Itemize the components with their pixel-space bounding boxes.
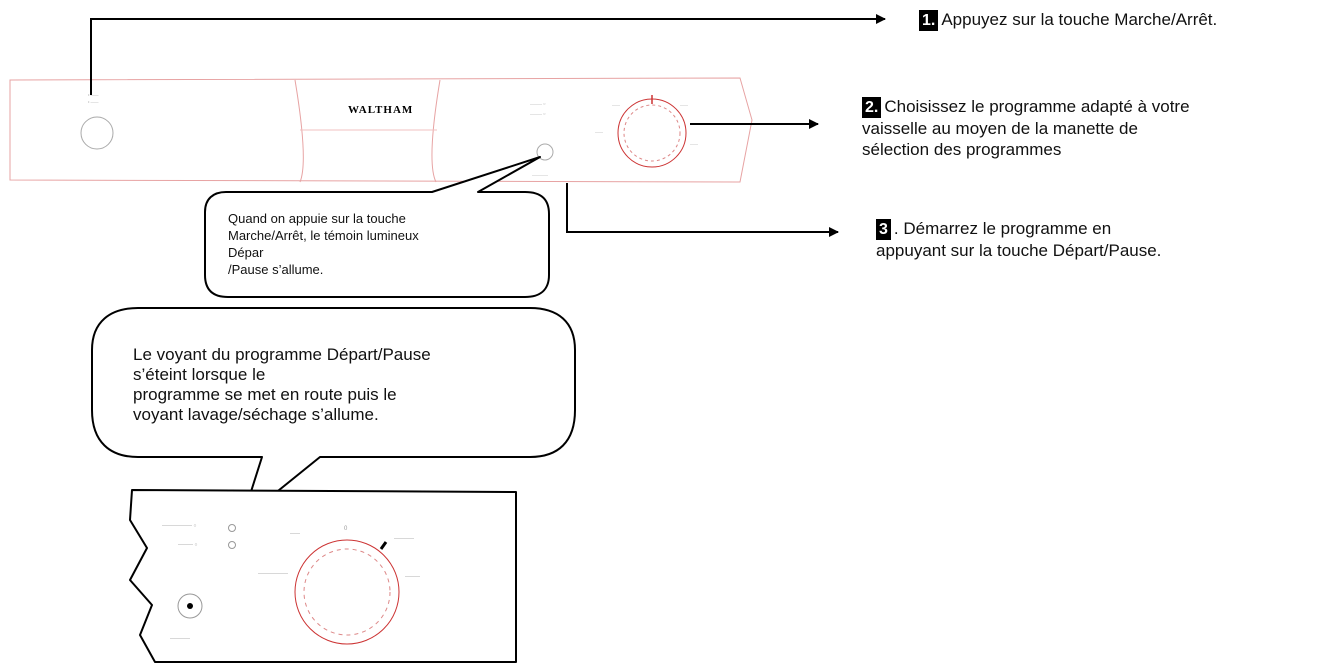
svg-text:————: ————: [394, 536, 414, 542]
callout-1-line-1: Quand on appuie sur la touche: [228, 211, 406, 226]
connector-step-3: [566, 183, 839, 237]
svg-text:——————: ——————: [258, 571, 288, 577]
callout-2-line-1: Le voyant du programme Départ/Pause: [133, 345, 431, 364]
connector-step-1: [90, 14, 886, 95]
step-2-number: 2.: [862, 97, 882, 118]
callout-2-line-3: programme se met en route puis le: [133, 385, 397, 404]
step-2-line-2: vaisselle au moyen de la manette de: [862, 119, 1138, 138]
step-3-line-1: . Démarrez le programme en: [893, 219, 1112, 238]
step-3-number: 3: [876, 219, 891, 240]
program-dial-icon: —— —— —— ——: [595, 95, 698, 168]
step-1-number: 1.: [919, 10, 939, 31]
svg-text:——: ——: [690, 141, 698, 146]
program-dial-icon-zoomed: 0 —— ———— —————— ———: [258, 526, 420, 645]
brand-logo: WALTHAM: [348, 104, 413, 116]
svg-text:——— ○: ——— ○: [530, 111, 546, 116]
svg-text:——— ○: ——— ○: [178, 542, 197, 548]
power-button-icon: [80, 116, 114, 150]
svg-text:——: ——: [612, 102, 620, 107]
callout-1-text: Quand on appuie sur la touche Marche/Arr…: [228, 210, 419, 278]
svg-text:0: 0: [344, 526, 348, 532]
start-pause-button-icon: [536, 143, 554, 161]
svg-text:—————— ○: —————— ○: [162, 523, 196, 529]
svg-text:————: ————: [532, 172, 548, 177]
svg-text:————: ————: [170, 636, 190, 642]
callout-2-text: Le voyant du programme Départ/Pause s’ét…: [133, 345, 431, 425]
callout-bubble-2: [91, 307, 576, 521]
step-2: 2.Choisissez le programme adapté à votre…: [862, 96, 1190, 160]
callout-1-line-2: Marche/Arrêt, le témoin lumineux: [228, 228, 419, 243]
svg-text:——— ○: ——— ○: [530, 101, 546, 106]
step-3: 3. Démarrez le programme en appuyant sur…: [876, 218, 1161, 261]
svg-text:——: ——: [680, 102, 688, 107]
step-3-line-2: appuyant sur la touche Départ/Pause.: [876, 241, 1162, 260]
callout-1-line-4: /Pause s’allume.: [228, 262, 324, 277]
callout-bubble-1: [204, 156, 550, 298]
svg-text:———: ———: [405, 574, 420, 580]
callout-1-line-3: Dépar: [228, 245, 264, 260]
svg-text:• ——: • ——: [88, 99, 99, 104]
step-2-line-3: sélection des programmes: [862, 140, 1062, 159]
svg-text:——: ——: [290, 531, 300, 537]
step-1: 1.Appuyez sur la touche Marche/Arrêt.: [919, 9, 1217, 31]
step-1-text: Appuyez sur la touche Marche/Arrêt.: [941, 10, 1218, 29]
callout-2-line-4: voyant lavage/séchage s’allume.: [133, 405, 379, 424]
control-panel: WALTHAM • —— • —— ——— ○ ——— ○ ———— —— ——…: [9, 77, 753, 183]
svg-text:——: ——: [595, 129, 603, 134]
zoomed-panel: —————— ○ ——— ○ ———— 0 —— ———— —————— ———: [129, 489, 517, 663]
callout-2-line-2: s’éteint lorsque le: [133, 365, 266, 384]
svg-text:• ——: • ——: [88, 92, 99, 97]
step-2-line-1: Choisissez le programme adapté à votre: [884, 97, 1190, 116]
